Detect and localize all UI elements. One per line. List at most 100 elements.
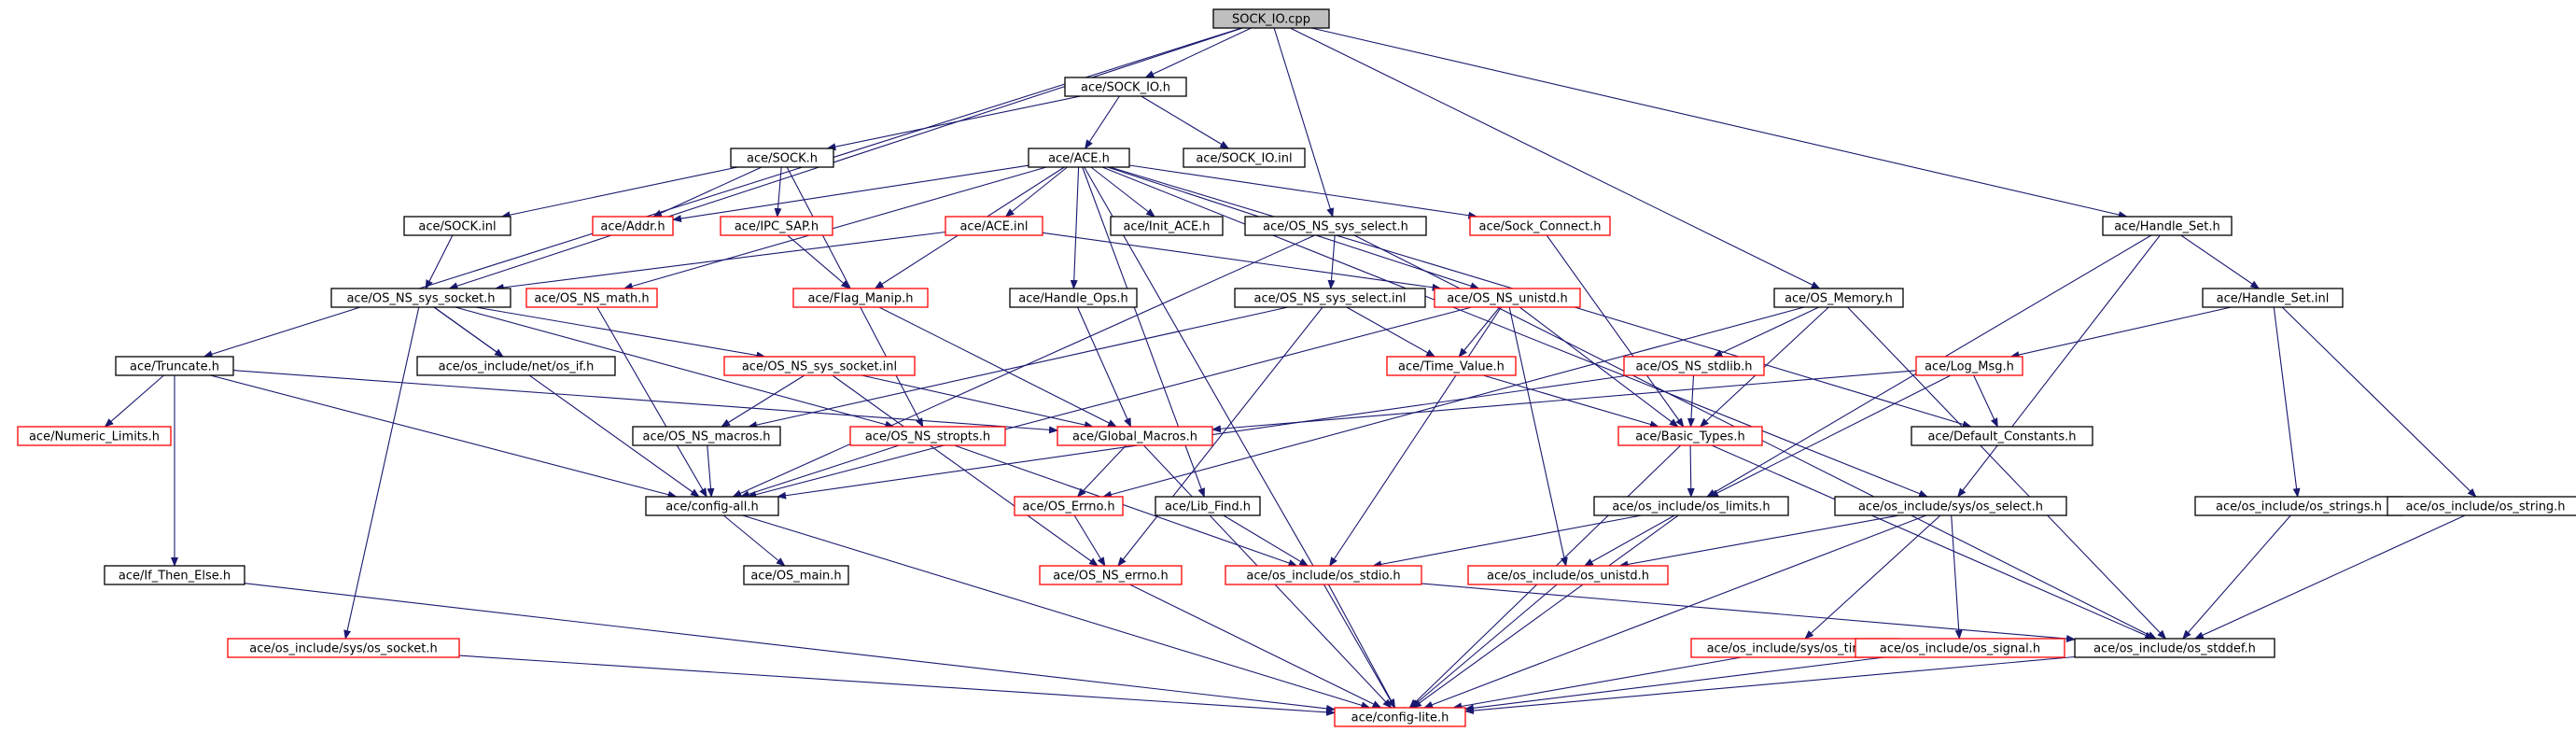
edge-line xyxy=(787,234,851,289)
node-box xyxy=(1244,216,1427,236)
node-os-ns-sys-select-inl[interactable]: ace/OS_NS_sys_select.inl xyxy=(1234,288,1426,308)
edge-line xyxy=(1102,306,1805,499)
node-time-value-h[interactable]: ace/Time_Value.h xyxy=(1386,356,1517,376)
node-os-errno-h[interactable]: ace/OS_Errno.h xyxy=(1014,496,1124,516)
node-os-ns-errno-h[interactable]: ace/OS_NS_errno.h xyxy=(1039,565,1183,585)
node-sock-h[interactable]: ace/SOCK.h xyxy=(730,148,834,168)
node-log-msg-h[interactable]: ace/Log_Msg.h xyxy=(1915,356,2023,376)
node-os-string-h[interactable]: ace/os_include/os_string.h xyxy=(2387,496,2576,516)
node-box xyxy=(1915,356,2023,376)
node-basic-types-h[interactable]: ace/Basic_Types.h xyxy=(1617,426,1763,446)
edge-line xyxy=(1957,234,2161,498)
node-os-limits-h[interactable]: ace/os_include/os_limits.h xyxy=(1593,496,1789,516)
node-os-ns-math-h[interactable]: ace/OS_NS_math.h xyxy=(525,288,658,308)
node-handle-set-inl[interactable]: ace/Handle_Set.inl xyxy=(2202,288,2344,308)
node-os-if-h[interactable]: ace/os_include/net/os_if.h xyxy=(416,356,616,376)
node-if-then-else-h[interactable]: ace/If_Then_Else.h xyxy=(104,565,245,585)
node-label: ace/Time_Value.h xyxy=(1398,360,1505,374)
edge-log_msg_h-to-global_macros_h xyxy=(1211,370,1917,433)
edge-os_strings_h-to-os_stddef_h xyxy=(2182,514,2291,640)
node-label: ace/OS_NS_sys_select.h xyxy=(1263,220,1408,234)
node-os-strings-h[interactable]: ace/os_include/os_strings.h xyxy=(2194,496,2403,516)
node-os-unistd-h[interactable]: ace/os_include/os_unistd.h xyxy=(1467,565,1669,585)
edge-os_ns_stropts_h-to-config_all_h xyxy=(739,444,900,499)
node-os-ns-sys-socket-inl[interactable]: ace/OS_NS_sys_socket.inl xyxy=(723,356,916,376)
node-default-constants-h[interactable]: ace/Default_Constants.h xyxy=(1911,426,2093,446)
edge-truncate_h-to-config_all_h xyxy=(210,374,678,499)
node-box xyxy=(1623,356,1765,376)
edge-root-to-sock_io_h xyxy=(1144,27,1252,78)
node-label: ace/Init_ACE.h xyxy=(1123,220,1210,234)
node-box xyxy=(849,426,1006,446)
node-sock-inl[interactable]: ace/SOCK.inl xyxy=(403,216,511,236)
node-addr-h[interactable]: ace/Addr.h xyxy=(592,216,674,236)
node-box xyxy=(403,216,511,236)
node-os-ns-sys-select-h[interactable]: ace/OS_NS_sys_select.h xyxy=(1244,216,1427,236)
node-label: ace/Log_Msg.h xyxy=(1925,360,2014,374)
edge-line xyxy=(500,166,738,219)
node-label: ace/Truncate.h xyxy=(130,360,219,374)
edge-handle_set_inl-to-os_strings_h xyxy=(2273,306,2301,498)
node-root[interactable]: SOCK_IO.cpp xyxy=(1212,8,1330,29)
edge-line xyxy=(448,27,1243,289)
edge-os_ns_sys_socket_inl-to-global_macros_h xyxy=(861,374,1094,429)
edge-os_ns_sys_socket_h-to-config_all_h xyxy=(433,306,700,498)
edge-line xyxy=(455,306,895,429)
node-os-stddef-h[interactable]: ace/os_include/os_stddef.h xyxy=(2074,638,2275,658)
node-init-ace-h[interactable]: ace/Init_ACE.h xyxy=(1110,216,1224,236)
node-os-signal-h[interactable]: ace/os_include/os_signal.h xyxy=(1855,638,2065,658)
node-os-main-h[interactable]: ace/OS_main.h xyxy=(743,565,849,585)
node-lib-find-h[interactable]: ace/Lib_Find.h xyxy=(1155,496,1261,516)
edge-line xyxy=(774,166,782,218)
node-os-sys-socket-h[interactable]: ace/os_include/sys/os_socket.h xyxy=(227,638,460,658)
node-global-macros-h[interactable]: ace/Global_Macros.h xyxy=(1057,426,1213,446)
edge-line xyxy=(104,374,164,428)
node-ace-inl[interactable]: ace/ACE.inl xyxy=(945,216,1043,236)
node-truncate-h[interactable]: ace/Truncate.h xyxy=(115,356,234,376)
node-os-ns-macros-h[interactable]: ace/OS_NS_macros.h xyxy=(632,426,781,446)
edge-line xyxy=(707,444,715,498)
node-label: ace/OS_NS_sys_socket.h xyxy=(346,292,495,306)
node-label: ace/OS_Errno.h xyxy=(1022,500,1114,514)
node-os-ns-stropts-h[interactable]: ace/OS_NS_stropts.h xyxy=(849,426,1006,446)
node-box xyxy=(592,216,674,236)
node-label: ace/SOCK_IO.h xyxy=(1081,81,1170,95)
node-handle-ops-h[interactable]: ace/Handle_Ops.h xyxy=(1009,288,1138,308)
node-label: ace/IPC_SAP.h xyxy=(735,220,819,234)
node-sock-io-h[interactable]: ace/SOCK_IO.h xyxy=(1064,77,1187,97)
node-numeric-limits-h[interactable]: ace/Numeric_Limits.h xyxy=(17,426,172,446)
edge-line xyxy=(1042,232,1442,291)
node-os-stdio-h[interactable]: ace/os_include/os_stdio.h xyxy=(1225,565,1422,585)
node-flag-manip-h[interactable]: ace/Flag_Manip.h xyxy=(792,288,929,308)
edge-time_value_h-to-basic_types_h xyxy=(1482,374,1659,429)
node-sock-connect-h[interactable]: ace/Sock_Connect.h xyxy=(1469,216,1611,236)
node-label: ace/OS_main.h xyxy=(750,570,841,584)
node-ipc-sap-h[interactable]: ace/IPC_SAP.h xyxy=(720,216,833,236)
node-sock-io-inl[interactable]: ace/SOCK_IO.inl xyxy=(1183,148,1306,168)
node-config-all-h[interactable]: ace/config-all.h xyxy=(645,496,779,516)
edge-truncate_h-to-global_macros_h xyxy=(232,370,1058,434)
edge-handle_set_h-to-handle_set_inl xyxy=(2180,234,2261,289)
edge-os_ns_sys_socket_inl-to-os_ns_macros_h xyxy=(721,374,805,428)
edge-log_msg_h-to-default_constants_h xyxy=(1973,374,1998,428)
node-os-sys-select-h[interactable]: ace/os_include/sys/os_select.h xyxy=(1834,496,2067,516)
node-ace-h[interactable]: ace/ACE.h xyxy=(1028,148,1130,168)
edge-ace_h-to-os_ns_math_h xyxy=(623,166,1047,290)
node-config-lite-h[interactable]: ace/config-lite.h xyxy=(1334,707,1466,727)
node-os-memory-h[interactable]: ace/OS_Memory.h xyxy=(1773,288,1904,308)
node-box xyxy=(2102,216,2233,236)
node-os-ns-stdlib-h[interactable]: ace/OS_NS_stdlib.h xyxy=(1623,356,1765,376)
edge-sock_io_h-to-sock_h xyxy=(826,95,1081,151)
node-label: ace/If_Then_Else.h xyxy=(119,570,231,584)
edge-line xyxy=(1423,514,1927,709)
node-os-sys-time-h[interactable]: ace/os_include/sys/os_time.h xyxy=(1690,638,1899,658)
edge-if_then_else_h-to-config_lite_h xyxy=(244,583,1336,712)
node-handle-set-h[interactable]: ace/Handle_Set.h xyxy=(2102,216,2233,236)
node-os-ns-sys-socket-h[interactable]: ace/OS_NS_sys_socket.h xyxy=(330,288,511,308)
edge-ace_h-to-addr_h xyxy=(672,164,1029,222)
node-box xyxy=(416,356,616,376)
edge-os_ns_sys_select_inl-to-time_value_h xyxy=(1346,306,1436,358)
node-label: ace/OS_Memory.h xyxy=(1785,292,1893,306)
node-os-ns-unistd-h[interactable]: ace/OS_NS_unistd.h xyxy=(1434,288,1581,308)
